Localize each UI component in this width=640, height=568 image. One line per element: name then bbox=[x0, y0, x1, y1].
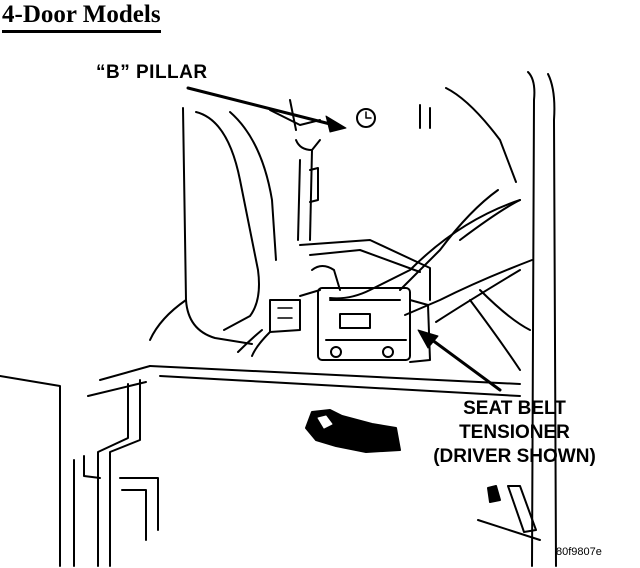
lower-right-bracket bbox=[477, 485, 541, 541]
arrowhead-icon bbox=[325, 115, 347, 133]
seat-belt-tensioner-label: SEAT BELT TENSIONER (DRIVER SHOWN) bbox=[392, 397, 637, 469]
seat-belt-tensioner bbox=[299, 239, 431, 363]
wiring-connector bbox=[237, 299, 301, 357]
tensioner-label-line: TENSIONER bbox=[459, 422, 570, 443]
pillar-upper-structure bbox=[269, 99, 431, 241]
floor-sill-panel bbox=[87, 365, 521, 397]
lower-trim-left bbox=[0, 375, 159, 567]
tensioner-label-line: (DRIVER SHOWN) bbox=[433, 446, 596, 467]
b-pillar-trim-panel bbox=[149, 107, 277, 345]
b-pillar-leader bbox=[186, 86, 347, 133]
floor-bracket bbox=[305, 409, 401, 453]
page-title: 4-Door Models bbox=[2, 0, 161, 33]
door-frame-right bbox=[399, 71, 557, 567]
seat-belt-webbing bbox=[329, 199, 533, 323]
arrowhead-icon bbox=[417, 329, 439, 349]
figure-code: 80f9807e bbox=[556, 546, 602, 558]
tensioner-leader bbox=[417, 329, 502, 392]
clock-icon bbox=[356, 108, 376, 128]
tensioner-label-line: SEAT BELT bbox=[463, 398, 566, 419]
b-pillar-label: “B” PILLAR bbox=[96, 62, 208, 83]
